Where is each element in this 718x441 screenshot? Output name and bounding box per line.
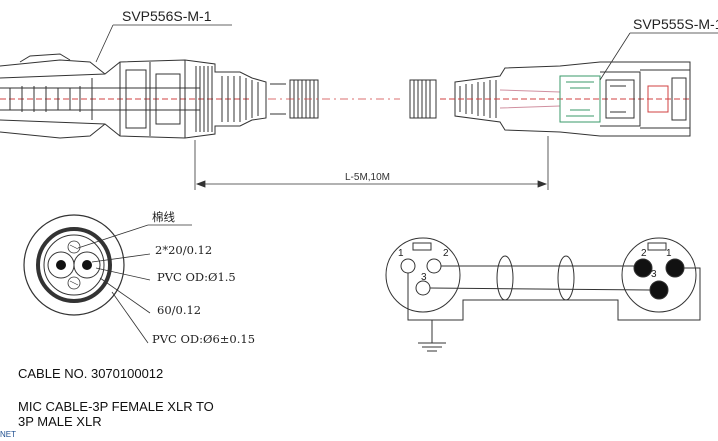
right-cable-stub bbox=[409, 79, 437, 119]
spec-shield-label: 60/0.12 bbox=[157, 303, 201, 317]
spec-cotton-label: 棉线 bbox=[152, 210, 175, 224]
male-pin-1-label: 1 bbox=[666, 248, 672, 259]
spec-inner-pvc-label: PVC OD:Ø1.5 bbox=[157, 270, 236, 284]
cable-number: CABLE NO. 3070100012 bbox=[18, 366, 164, 381]
cable-cross-section bbox=[23, 214, 125, 316]
outer-jacket bbox=[23, 214, 125, 316]
female-pin-2-label: 2 bbox=[443, 248, 449, 259]
male-pin-3-label: 3 bbox=[651, 269, 657, 280]
right-part-label: SVP555S-M-1 bbox=[633, 16, 718, 32]
length-label: L-5M,10M bbox=[345, 172, 390, 183]
male-xlr-face bbox=[621, 237, 697, 313]
part-leaders bbox=[95, 24, 718, 81]
spec-outer-pvc-label: PVC OD:Ø6±0.15 bbox=[152, 332, 255, 346]
female-pin-3-label: 3 bbox=[421, 272, 427, 283]
shield-ring bbox=[36, 227, 112, 303]
male-pin-2-label: 2 bbox=[641, 248, 647, 259]
left-connector-drawing bbox=[0, 53, 267, 139]
right-connector-drawing bbox=[440, 61, 691, 137]
cable-description-line-2: 3P MALE XLR bbox=[18, 414, 102, 429]
left-part-label: SVP556S-M-1 bbox=[122, 8, 212, 24]
length-dimension bbox=[194, 136, 549, 190]
spec-leaders bbox=[77, 224, 192, 344]
female-pin-1-label: 1 bbox=[398, 248, 404, 259]
spec-conductor-label: 2*20/0.12 bbox=[155, 243, 212, 257]
cable-description-line-1: MIC CABLE-3P FEMALE XLR TO bbox=[18, 399, 214, 414]
corner-watermark: NET bbox=[0, 430, 16, 439]
inner-ring bbox=[43, 234, 105, 296]
wiring-lines bbox=[407, 255, 701, 352]
